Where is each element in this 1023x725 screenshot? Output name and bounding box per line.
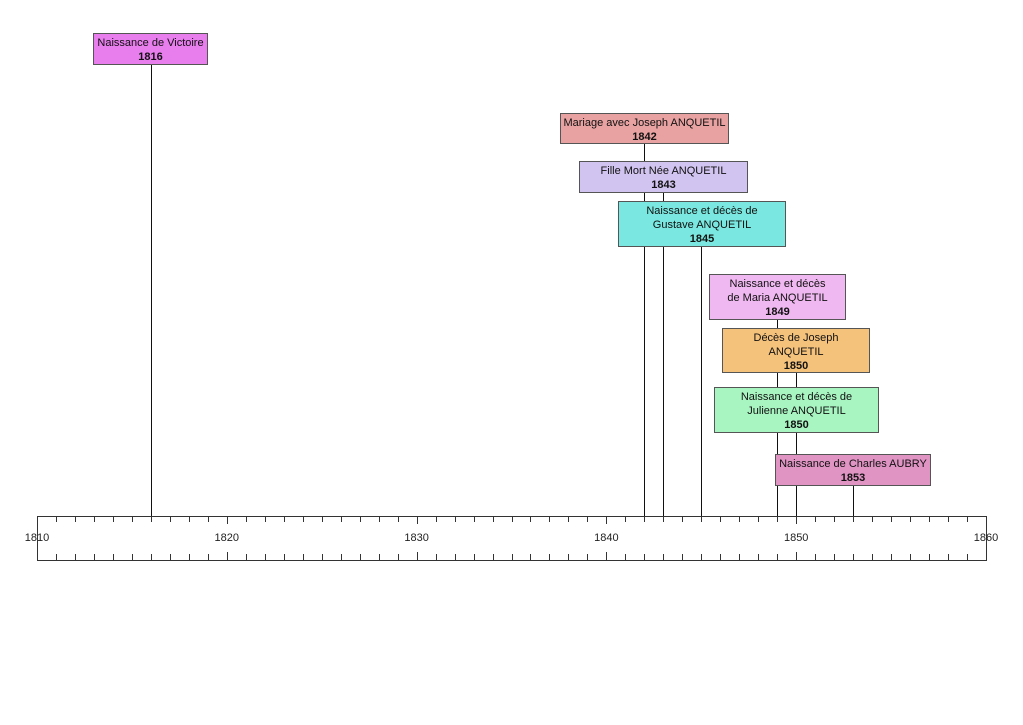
event-box: Mariage avec Joseph ANQUETIL 1842 xyxy=(560,113,729,144)
event-year: 1850 xyxy=(784,419,809,431)
event-label: Naissance de Charles AUBRY xyxy=(779,458,927,470)
event-year: 1816 xyxy=(138,51,163,63)
axis-tick-label: 1840 xyxy=(594,532,618,544)
event-year: 1853 xyxy=(840,472,866,484)
event-label: Naissance et décès de Julienne ANQUETIL xyxy=(740,391,853,417)
event-year: 1843 xyxy=(651,179,676,191)
event-label: Décès de Joseph ANQUETIL xyxy=(753,332,839,358)
event-box: Naissance de Charles AUBRY 1853 xyxy=(775,454,931,486)
axis-tick-label: 1850 xyxy=(784,532,808,544)
axis-tick-label: 1860 xyxy=(974,532,998,544)
event-label: Mariage avec Joseph ANQUETIL xyxy=(563,117,726,129)
event-year: 1845 xyxy=(689,233,715,245)
event-box: Naissance et décès de Maria ANQUETIL 1849 xyxy=(709,274,846,320)
event-box: Naissance et décès de Gustave ANQUETIL 18… xyxy=(618,201,786,247)
event-label: Naissance de Victoire xyxy=(97,37,204,49)
event-box: Naissance et décès de Julienne ANQUETIL 1… xyxy=(714,387,879,433)
event-year: 1850 xyxy=(783,360,809,372)
event-label: Naissance et décès de Gustave ANQUETIL xyxy=(646,205,758,231)
event-label: Naissance et décès de Maria ANQUETIL xyxy=(727,278,828,304)
event-label: Fille Mort Née ANQUETIL xyxy=(600,165,727,177)
event-year: 1842 xyxy=(632,131,657,143)
axis-tick-label: 1820 xyxy=(215,532,239,544)
axis-box xyxy=(37,516,987,561)
axis-tick-label: 1830 xyxy=(404,532,428,544)
axis-tick-label: 1810 xyxy=(25,532,49,544)
event-year: 1849 xyxy=(765,306,790,318)
event-box: Naissance de Victoire 1816 xyxy=(93,33,208,65)
event-box: Fille Mort Née ANQUETIL 1843 xyxy=(579,161,748,193)
event-box: Décès de Joseph ANQUETIL 1850 xyxy=(722,328,870,373)
